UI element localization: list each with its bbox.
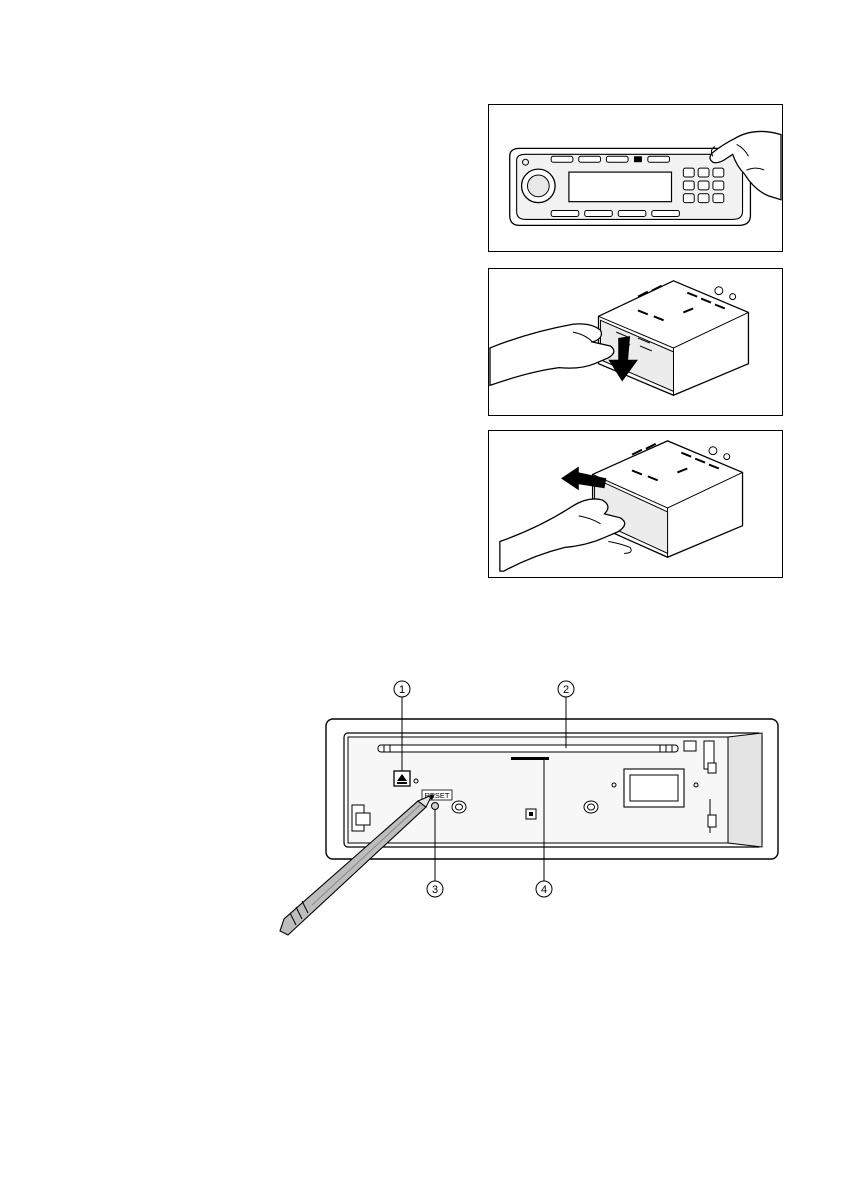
chassis-diagram: RESET 1 [276,673,782,938]
figure-detach-front-panel [488,104,783,252]
callout-3-number: 3 [432,884,438,896]
hand-pressing-release-button-illustration [489,105,782,251]
figure-attach-front-panel [488,430,783,578]
callout-2-number: 2 [563,684,569,696]
slot-indicator [511,757,549,760]
disc-slot[interactable] [378,745,678,752]
side-bracket [728,733,762,847]
callout-4-number: 4 [541,884,547,896]
hand-pushing-panel-illustration [489,431,782,577]
chassis-front-illustration: RESET 1 [276,673,782,938]
hand-lowering-panel-illustration [489,269,782,415]
callout-1-number: 1 [399,684,405,696]
figure-open-front-panel [488,268,783,416]
reset-button[interactable] [432,803,439,810]
